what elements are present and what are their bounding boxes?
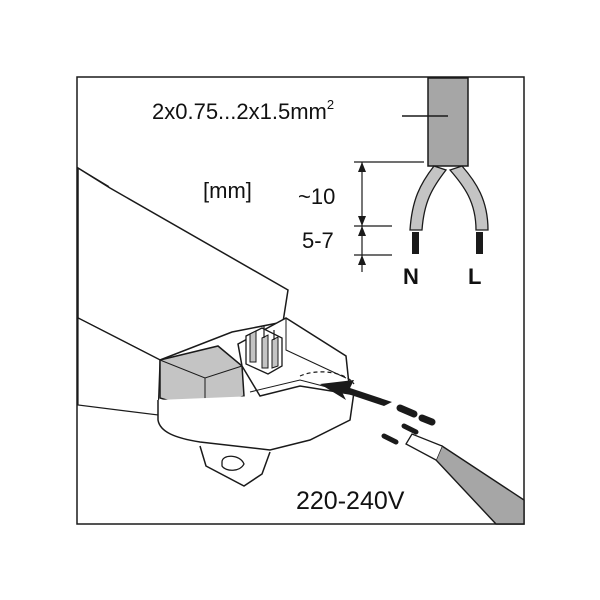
arrow-dash [418, 414, 436, 426]
cable-sheath [427, 77, 469, 167]
frame-border [76, 76, 525, 525]
terminal-block [159, 345, 245, 413]
cable-cross-section-text: 2x0.75...2x1.5mm [152, 99, 327, 124]
unit-label: [mm] [203, 178, 252, 203]
voltage-label: 220-240V [296, 487, 405, 515]
mounting-slot [221, 455, 245, 471]
conductor-strip-length-label: 5-7 [302, 228, 334, 253]
conductor-l-bare [476, 232, 483, 254]
inserted-cable [381, 423, 525, 525]
live-label: L [468, 264, 482, 289]
cable-entry-opening [299, 371, 355, 385]
strip-dimensions [354, 161, 424, 272]
conductor-l-insulation [448, 165, 489, 231]
conductor-n-bare [412, 232, 419, 254]
driver-housing [77, 166, 355, 487]
insulation-strip-length-label: ~10 [298, 184, 336, 209]
insertion-arrow [320, 380, 436, 426]
housing-front-base [157, 391, 355, 451]
cable-cross-section-superscript: 2 [326, 97, 335, 112]
terminal-block-top [159, 359, 243, 379]
conductor-n-insulation [409, 165, 448, 231]
cable-cross-section-label: 2x0.75...2x1.5mm2 [152, 98, 334, 123]
spring-terminals [245, 326, 283, 375]
arrow-dash [396, 404, 418, 418]
compartment-wall [285, 318, 347, 379]
neutral-label: N [403, 264, 419, 289]
cable-detail [402, 77, 489, 254]
